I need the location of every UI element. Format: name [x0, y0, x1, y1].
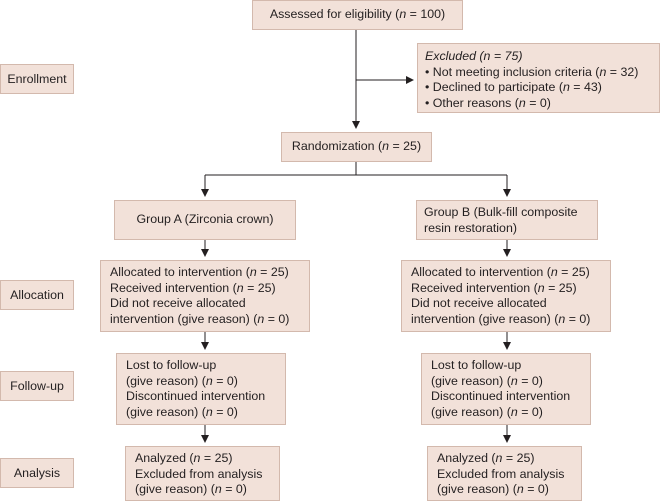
stage-label-text: Follow-up [10, 379, 64, 393]
allocation-line: Received intervention (n = 25) [411, 280, 577, 295]
stage-label-text: Allocation [10, 288, 64, 302]
stage-label-text: Enrollment [7, 72, 67, 86]
analysis-line: (give reason) (n = 0) [135, 482, 247, 496]
followup-line: Discontinued intervention [431, 389, 571, 403]
allocation-line: Allocated to intervention (n = 25) [411, 265, 590, 279]
followup-b-box: Lost to follow-up (give reason) (n = 0) … [421, 353, 591, 425]
group-b-box: Group B (Bulk-fill composite resin resto… [416, 200, 598, 240]
stage-label-follow-up: Follow-up [0, 371, 74, 401]
assessed-text: Assessed for eligibility (n = 100) [269, 7, 446, 22]
allocation-a-box: Allocated to intervention (n = 25) Recei… [100, 260, 310, 332]
analysis-line: Excluded from analysis [135, 466, 263, 481]
stage-label-text: Analysis [13, 466, 61, 480]
randomization-box: Randomization (n = 25) [281, 132, 432, 162]
group-a-title: Group A (Zirconia crown) [136, 212, 274, 227]
followup-line: (give reason) (n = 0) [431, 404, 543, 419]
analysis-a-box: Analyzed (n = 25) Excluded from analysis… [125, 446, 280, 501]
stage-label-enrollment: Enrollment [0, 64, 74, 94]
excluded-title: Excluded (n = 75) [425, 49, 523, 63]
stage-label-allocation: Allocation [0, 280, 74, 310]
allocation-line: Did not receive allocated [411, 296, 547, 310]
followup-line: Discontinued intervention [126, 389, 266, 403]
allocation-line: Did not receive allocated [110, 296, 246, 310]
excluded-item: • Not meeting inclusion criteria (n = 32… [425, 64, 639, 79]
allocation-line: intervention (give reason) (n = 0) [411, 311, 591, 326]
followup-line: (give reason) (n = 0) [126, 373, 238, 388]
followup-line: Lost to follow-up [431, 358, 522, 372]
followup-line: (give reason) (n = 0) [126, 404, 238, 419]
analysis-line: Analyzed (n = 25) [135, 451, 233, 465]
analysis-line: Excluded from analysis [437, 466, 565, 481]
excluded-box: Excluded (n = 75) • Not meeting inclusio… [417, 43, 660, 113]
randomization-text: Randomization (n = 25) [291, 139, 422, 154]
group-a-box: Group A (Zirconia crown) [114, 200, 296, 240]
followup-a-box: Lost to follow-up (give reason) (n = 0) … [116, 353, 286, 425]
excluded-item: • Declined to participate (n = 43) [425, 80, 602, 94]
excluded-item: • Other reasons (n = 0) [425, 95, 551, 110]
allocation-line: Allocated to intervention (n = 25) [110, 265, 289, 279]
group-b-title-line: resin restoration) [424, 220, 517, 235]
allocation-b-box: Allocated to intervention (n = 25) Recei… [401, 260, 611, 332]
stage-label-analysis: Analysis [0, 458, 74, 488]
allocation-line: Received intervention (n = 25) [110, 280, 276, 295]
followup-line: Lost to follow-up [126, 358, 217, 372]
allocation-line: intervention (give reason) (n = 0) [110, 311, 290, 326]
analysis-line: Analyzed (n = 25) [437, 451, 535, 465]
assessed-box: Assessed for eligibility (n = 100) [252, 0, 463, 30]
analysis-line: (give reason) (n = 0) [437, 482, 549, 496]
followup-line: (give reason) (n = 0) [431, 373, 543, 388]
group-b-title-line: Group B (Bulk-fill composite [424, 205, 578, 219]
analysis-b-box: Analyzed (n = 25) Excluded from analysis… [427, 446, 582, 501]
